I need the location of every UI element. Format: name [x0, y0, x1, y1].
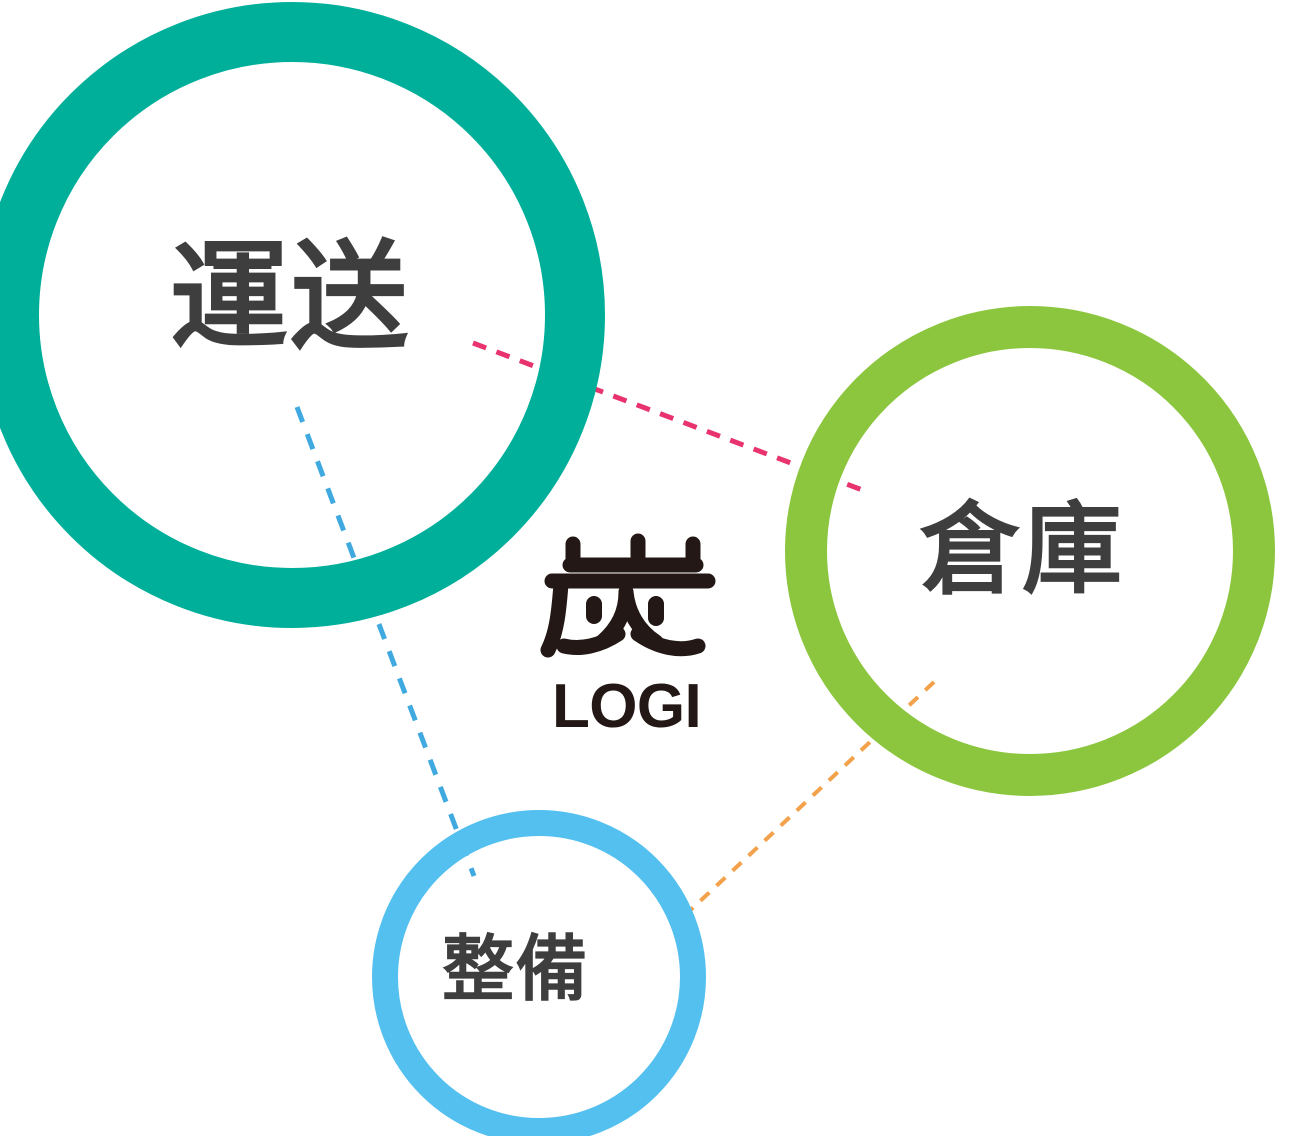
node-label-maintenance: 整備 — [442, 927, 589, 1011]
node-circle-transport[interactable] — [0, 2, 605, 628]
node-circle-warehouse[interactable] — [785, 306, 1275, 796]
node-label-warehouse: 倉庫 — [920, 491, 1124, 608]
brand-wordmark: LOGI — [552, 672, 702, 741]
connector-transport-warehouse — [472, 340, 866, 494]
connector-transport-maintenance — [294, 406, 477, 877]
brand-logo: LOGI — [538, 528, 738, 750]
connector-warehouse-maintenance — [679, 680, 936, 921]
brand-mark-tan-icon — [540, 533, 716, 658]
node-circle-maintenance[interactable] — [372, 810, 706, 1136]
node-label-transport: 運送 — [170, 228, 411, 366]
